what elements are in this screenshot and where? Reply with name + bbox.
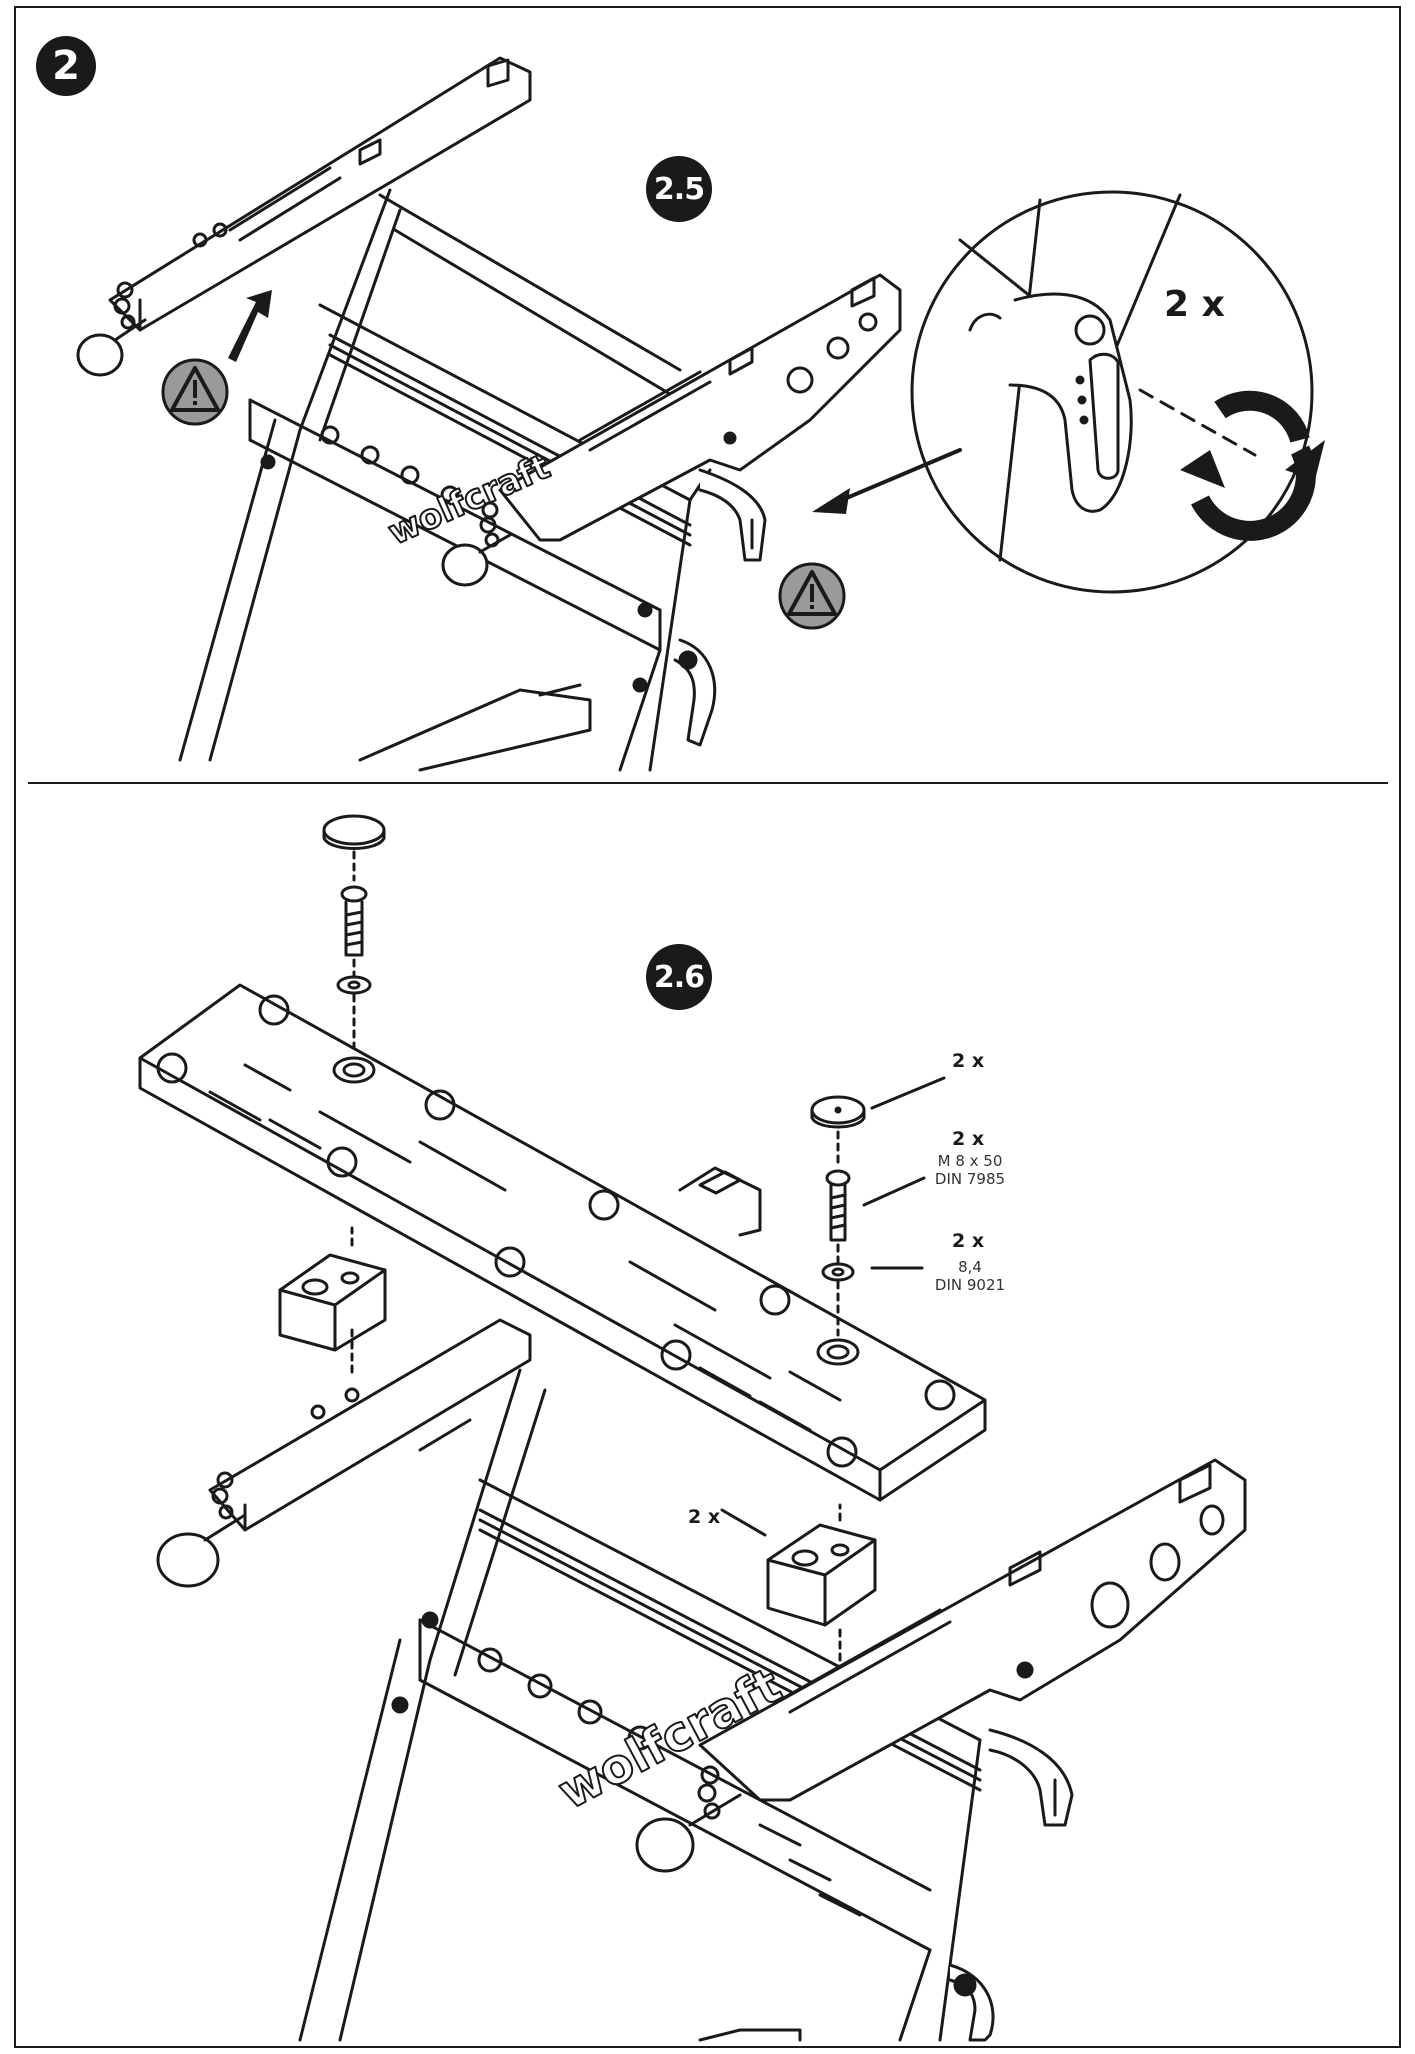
lever-bottom-2 xyxy=(948,1963,995,2042)
step-badge-2-5: 2.5 xyxy=(646,156,712,222)
washer-spec: 8,4 DIN 9021 xyxy=(930,1258,1010,1294)
lever-top-1 xyxy=(698,468,767,562)
callout-quantity: 2 x xyxy=(1164,284,1225,325)
left-arm-bottom xyxy=(156,1318,532,1588)
right-arm-bottom xyxy=(635,1458,1247,1873)
page-frame xyxy=(14,6,1401,2048)
rotate-arrowhead-1 xyxy=(1285,440,1325,480)
clamp-block-right xyxy=(720,1503,877,1682)
push-arrow-icon xyxy=(228,290,272,362)
right-arm-top xyxy=(441,273,902,587)
screw-quantity: 2 x xyxy=(952,1128,985,1150)
screw-size: M 8 x 50 xyxy=(937,1152,1003,1170)
washer-quantity: 2 x xyxy=(952,1230,985,1252)
clamp-block-left xyxy=(278,1226,387,1377)
step-badge-main: 2 xyxy=(36,36,96,96)
block-quantity: 2 x xyxy=(688,1506,721,1528)
screw-standard: DIN 7985 xyxy=(934,1170,1006,1188)
warning-triangle-icon xyxy=(161,358,229,426)
worktop-plate xyxy=(138,983,987,1502)
warning-triangle-icon xyxy=(778,562,846,630)
hardware-right xyxy=(810,1076,946,1337)
bench-frame-bottom xyxy=(298,1368,982,2042)
left-arm-top xyxy=(76,56,532,377)
hardware-left xyxy=(322,814,386,1062)
washer-standard: DIN 9021 xyxy=(934,1276,1006,1294)
support-bracket xyxy=(678,1166,762,1237)
screw-spec: M 8 x 50 DIN 7985 xyxy=(930,1152,1010,1188)
lever-top-2 xyxy=(673,638,717,747)
lever-bottom-1 xyxy=(988,1728,1074,1827)
rotate-arrowhead-2 xyxy=(1180,450,1225,488)
callout-circle xyxy=(910,190,1314,594)
step-badge-2-6: 2.6 xyxy=(646,944,712,1010)
cap-quantity: 2 x xyxy=(952,1050,985,1072)
section-divider xyxy=(28,782,1388,784)
washer-size: 8,4 xyxy=(958,1258,982,1276)
